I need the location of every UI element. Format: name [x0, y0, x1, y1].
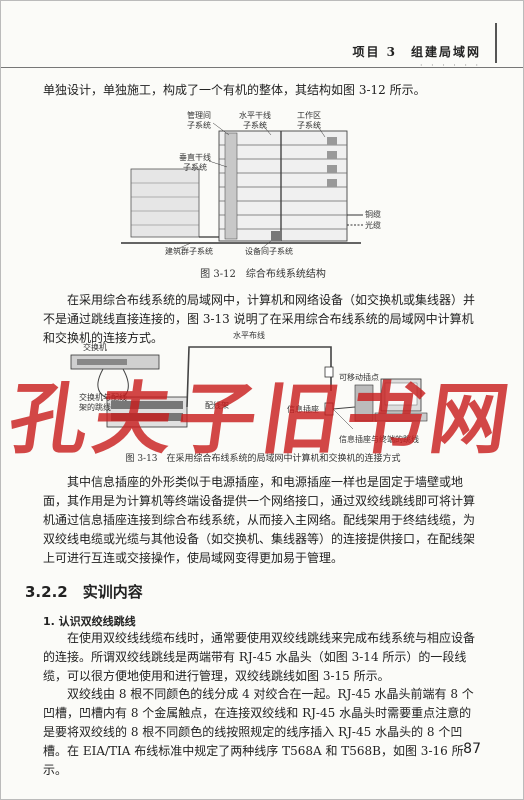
label-campus: 建筑群子系统: [165, 247, 213, 256]
paragraph-intro: 单独设计，单独施工，构成了一个有机的整体，其结构如图 3-12 所示。: [43, 83, 426, 97]
paragraph-patch-cable: 在使用双绞线线缆布线时，通常要使用双绞线跳线来完成布线系统与相应设备的连接。所谓…: [43, 631, 476, 683]
paragraph-cabling: 在采用综合布线系统的局域网中，计算机和网络设备（如交换机或集线器）并不是通过跳线…: [43, 293, 476, 345]
subsection-heading: 1. 认识双绞线跳线: [43, 615, 136, 628]
watermark: 孔夫子旧书网: [3, 374, 521, 465]
header-dots: · · · · · ·: [420, 61, 481, 70]
label-equipment: 设备间子系统: [245, 247, 293, 256]
label-switch: 交换机: [83, 343, 107, 352]
figure-3-12-diagram: [121, 122, 363, 250]
figure-3-12-caption: 图 3-12 综合布线系统结构: [200, 269, 326, 280]
section-heading: 3.2.2 实训内容: [25, 583, 143, 601]
label-movable-outlet: 可移动插点: [339, 373, 379, 382]
page-number: 87: [463, 741, 481, 757]
label-horizontal: 水平干线子系统: [239, 111, 271, 130]
page-header: 项目 3 组建局域网 · · · · · ·: [1, 23, 523, 70]
label-horizontal-cable: 水平布线: [233, 331, 265, 340]
label-switch-patch: 交换机与配线架的跳线: [79, 393, 127, 412]
label-fiber: 光缆: [365, 221, 381, 230]
label-copper: 铜缆: [365, 210, 381, 219]
label-vertical: 垂直干线子系统: [179, 153, 211, 172]
computer-icon: [354, 378, 428, 422]
paragraph-outlet: 其中信息插座的外形类似于电源插座，和电源插座一样也是固定于墙壁或地面，其作用是为…: [43, 475, 476, 565]
movable-outlet: [324, 366, 334, 378]
figure-3-13-diagram: [70, 346, 428, 430]
chapter-title: 项目 3 组建局域网: [352, 45, 481, 59]
header-side-rule: [495, 23, 497, 63]
paragraph-twisted-pair: 双绞线由 8 根不同颜色的线分成 4 对绞合在一起。RJ-45 水晶头前端有 8…: [43, 687, 474, 777]
main-building: [218, 130, 348, 242]
figure-3-13-caption: 图 3-13 在采用综合布线系统的局域网中计算机和交换机的连接方式: [125, 454, 401, 464]
small-building: [130, 168, 200, 238]
label-info-outlet: 信息插座: [287, 405, 319, 414]
label-patch-panel: 配线架: [205, 401, 229, 410]
label-outlet-patch: 信息插座与终端的跳线: [339, 435, 419, 444]
label-work-area: 工作区子系统: [297, 111, 321, 130]
label-management: 管理间子系统: [187, 111, 211, 130]
